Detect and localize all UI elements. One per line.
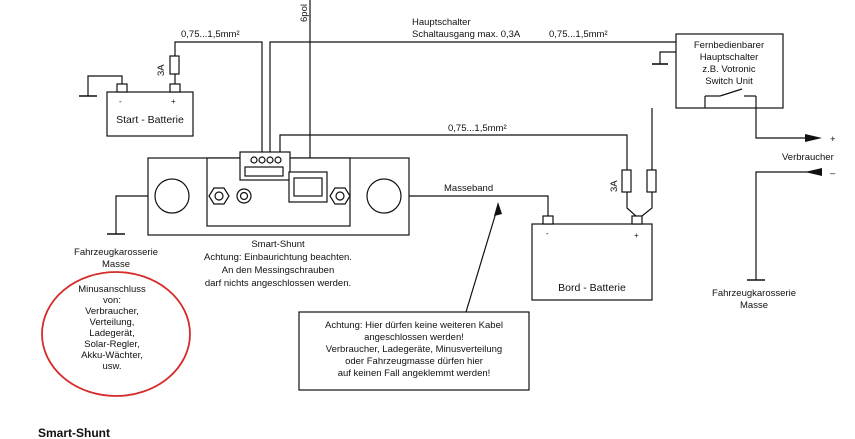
- ground-left-line-1: Fahrzeugkarosserie: [74, 247, 158, 258]
- minus-note-line: Verbraucher,: [85, 306, 139, 317]
- shunt-ground-wire: [115, 195, 148, 234]
- minus-note-line: von:: [103, 295, 121, 306]
- consumer-minus-arrow: [805, 168, 822, 176]
- warning-line: auf keinen Fall angeklemmt werden!: [338, 368, 491, 379]
- consumer-minus: –: [830, 168, 836, 179]
- terminal-3: [266, 156, 274, 164]
- consumer-plus-arrow: [805, 134, 822, 142]
- start-battery-body: [106, 91, 194, 137]
- minus-note-line: Ladegerät,: [89, 328, 134, 339]
- warning-arrow-line: [465, 205, 499, 313]
- start-cable-label: 0,75...1,5mm²: [181, 29, 240, 40]
- switch-lever: [719, 88, 743, 97]
- ground-right-line-2: Masse: [740, 300, 768, 311]
- start-battery-plus-terminal: [169, 83, 181, 93]
- board-battery-body: [531, 223, 653, 301]
- switch-unit-line-1: Fernbedienbarer: [694, 40, 764, 51]
- start-minus-wire: [87, 75, 123, 96]
- ground-right-line-1: Fahrzeugkarosserie: [712, 288, 796, 299]
- terminal-1: [250, 156, 258, 164]
- consumer-minus-wire: [755, 171, 822, 280]
- fuse-board: [621, 169, 632, 193]
- switch-unit-line-3: z.B. Votronic: [702, 64, 756, 75]
- switch-out-wire: [755, 96, 805, 139]
- warning-line: oder Fahrzeugmasse dürfen hier: [345, 356, 483, 367]
- board-cable-label: 0,75...1,5mm²: [448, 123, 507, 134]
- warning-line: Verbraucher, Ladegeräte, Minusverteilung: [326, 344, 502, 355]
- masseband-wire: [393, 195, 549, 216]
- main-switch-label-1: Hauptschalter: [412, 17, 471, 28]
- minus-note: Minusanschluss von: Verbraucher, Verteil…: [78, 284, 146, 372]
- start-battery: - + Start - Batterie: [106, 83, 194, 137]
- minus-note-line: Verteilung,: [90, 317, 135, 328]
- minus-note-line: Minusanschluss: [78, 284, 146, 295]
- minus-note-circle: [41, 271, 191, 397]
- start-battery-plus: +: [171, 97, 176, 106]
- switch-cable-label: 0,75...1,5mm²: [549, 29, 608, 40]
- fuse-board-out-2: [641, 192, 653, 217]
- switch-unit-line-4: Switch Unit: [705, 76, 753, 87]
- consumer-label: Verbraucher: [782, 152, 834, 163]
- board-battery-label: Bord - Batterie: [558, 282, 626, 294]
- fuse-board-out: [626, 192, 637, 217]
- shunt-label-3: An den Messingschrauben: [222, 265, 335, 276]
- terminal-4: [274, 156, 282, 164]
- fuse-board-label: 3A: [609, 180, 620, 192]
- terminal-screws: [244, 166, 284, 177]
- page-title: Smart-Shunt: [38, 426, 110, 439]
- fuse-start: [169, 55, 180, 75]
- switch-ground-wire: [659, 51, 676, 64]
- warning-line: Achtung: Hier dürfen keine weiteren Kabe…: [325, 320, 503, 331]
- brass-screw-right-core: [335, 191, 345, 201]
- board-battery-plus: +: [634, 231, 639, 240]
- start-battery-label: Start - Batterie: [116, 114, 184, 126]
- shunt-screw-core: [239, 191, 249, 201]
- board-battery-minus-terminal: [542, 215, 554, 225]
- rj-port: [293, 177, 323, 197]
- board-battery-plus-terminal: [631, 215, 643, 225]
- fuse-start-label: 3A: [156, 64, 167, 76]
- main-switch-wire: [269, 41, 676, 158]
- start-battery-minus: -: [119, 97, 122, 106]
- fuse-board-2: [646, 169, 657, 193]
- brass-screw-left-core: [214, 191, 224, 201]
- warning-arrow-head: [494, 202, 502, 216]
- consumer-plus: +: [830, 134, 836, 145]
- board-battery: - + Bord - Batterie: [531, 215, 653, 301]
- board-battery-minus: -: [546, 229, 549, 238]
- switch-unit: Fernbedienbarer Hauptschalter z.B. Votro…: [675, 33, 784, 109]
- shunt-bolt-left: [154, 178, 190, 214]
- minus-note-line: Solar-Regler,: [84, 339, 139, 350]
- start-battery-minus-terminal: [116, 83, 128, 93]
- switch-unit-line-2: Hauptschalter: [700, 52, 759, 63]
- terminal-2: [258, 156, 266, 164]
- connector-6pol-label: 6pol: [299, 4, 310, 22]
- minus-note-line: usw.: [102, 361, 121, 372]
- main-switch-label-2: Schaltausgang max. 0,3A: [412, 29, 521, 40]
- minus-note-line: Akku-Wächter,: [81, 350, 143, 361]
- shunt-bolt-right: [366, 178, 402, 214]
- smart-shunt: [147, 151, 410, 236]
- shunt-label-1: Smart-Shunt: [251, 239, 305, 250]
- warning-line: angeschlossen werden!: [364, 332, 464, 343]
- shunt-label-2: Achtung: Einbaurichtung beachten.: [204, 252, 352, 263]
- warning-box: [298, 311, 530, 391]
- shunt-label-4: darf nichts angeschlossen werden.: [205, 278, 351, 289]
- masseband-label: Masseband: [444, 183, 493, 194]
- board-plus-wire: [279, 134, 628, 170]
- switch-unit-box: [675, 33, 784, 109]
- ground-left-line-2: Masse: [102, 259, 130, 270]
